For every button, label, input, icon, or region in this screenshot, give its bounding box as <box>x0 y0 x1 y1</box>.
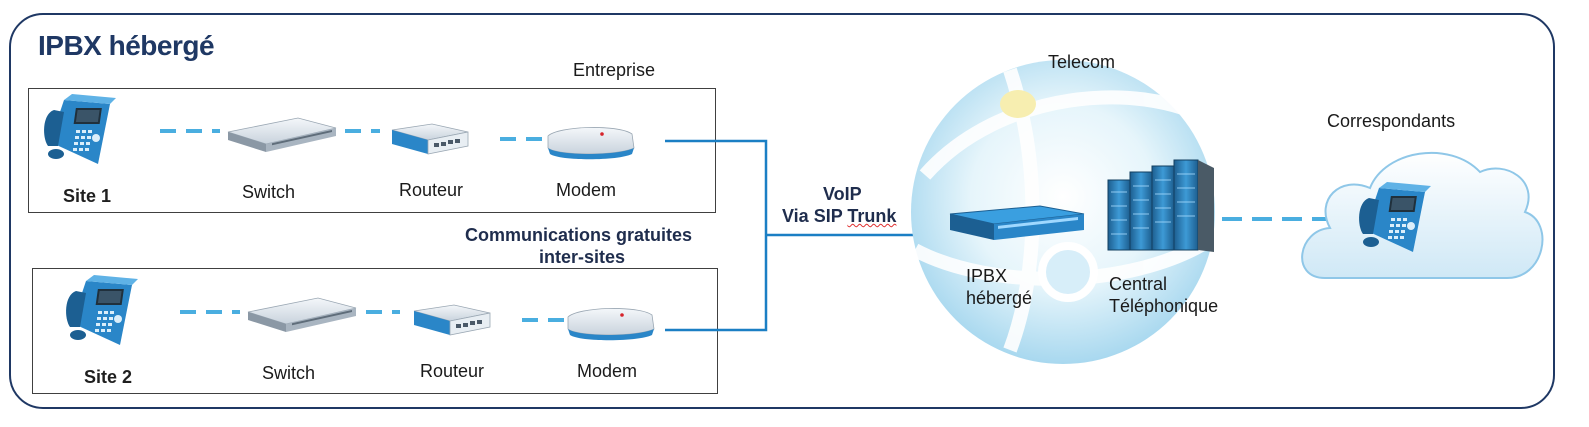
site-2-modem-icon <box>567 307 655 341</box>
inter-sites-line-2: inter-sites <box>539 247 626 267</box>
site-1-router-icon <box>391 123 469 155</box>
ipbx-label-line-1: IPBX <box>966 266 1008 286</box>
correspondants-label: Correspondants <box>1327 111 1456 131</box>
site-1-switch-label: Switch <box>242 182 296 202</box>
site-2-phone-icon <box>66 275 138 345</box>
site-1-modem-icon <box>547 126 635 160</box>
sip-trunk-prefix: Via SIP <box>782 206 848 226</box>
site-1-name: Site 1 <box>63 186 112 206</box>
site-1-switch-icon <box>227 117 337 153</box>
site-1-phone-icon <box>44 94 116 164</box>
site-2-router-icon <box>413 304 491 336</box>
site-1-box <box>28 88 716 213</box>
inter-sites-line-1: Communications gratuites <box>465 225 693 245</box>
diagram-title: IPBX hébergé <box>38 30 215 61</box>
site-1-modem-label: Modem <box>556 180 617 200</box>
telecom-label: Telecom <box>1048 52 1116 72</box>
central-label-line-1: Central <box>1109 274 1168 294</box>
sip-trunk-word: Trunk <box>847 206 897 226</box>
voip-label: VoIP <box>823 184 862 204</box>
diagram-frame <box>9 13 1555 409</box>
site-2-switch-label: Switch <box>262 363 316 383</box>
central-label-line-2: Téléphonique <box>1109 296 1219 316</box>
sip-trunk-label: Via SIP Trunk <box>782 206 896 227</box>
site-2-router-label: Routeur <box>420 361 485 381</box>
ipbx-label-line-2: hébergé <box>966 288 1033 308</box>
enterprise-label: Entreprise <box>573 60 656 80</box>
site-2-switch-icon <box>247 297 357 333</box>
site-2-name: Site 2 <box>84 367 133 387</box>
site-2-modem-label: Modem <box>577 361 638 381</box>
site-1-router-label: Routeur <box>399 180 464 200</box>
